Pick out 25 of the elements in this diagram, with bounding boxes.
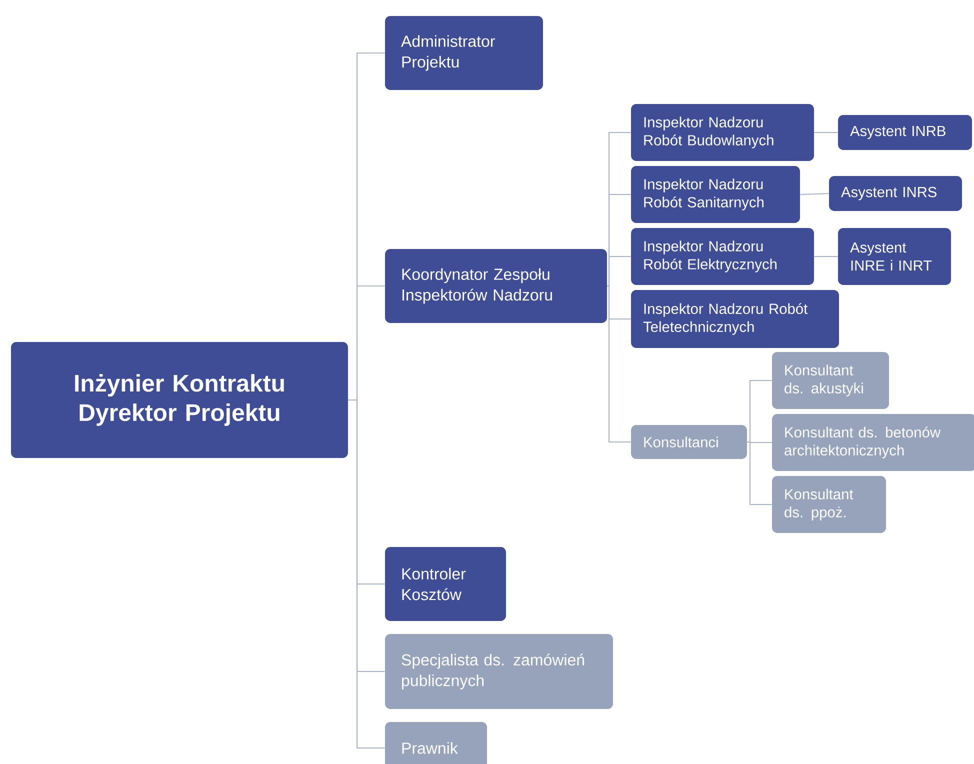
- role-box: Konsultanci: [631, 425, 747, 459]
- connector: [607, 256, 631, 287]
- connector: [814, 132, 838, 134]
- connector: [747, 441, 772, 506]
- role-box: Kontroler Kosztów: [385, 547, 506, 621]
- role-box: Inspektor Nadzoru Robót Teletechnicznych: [631, 290, 839, 348]
- role-box: Asystent INRE i INRT: [838, 228, 951, 285]
- role-box: Inspektor Nadzoru Robót Budowlanych: [631, 104, 814, 161]
- role-box: Konsultant ds. ppoż.: [772, 476, 886, 533]
- connector: [814, 256, 838, 258]
- role-box: Prawnik: [385, 722, 487, 764]
- role-box: Konsultant ds. akustyki: [772, 352, 890, 409]
- role-box: Asystent INRB: [838, 115, 972, 150]
- role-box: Konsultant ds. betonów architektonicznych: [772, 414, 974, 471]
- role-box: Administrator Projektu: [385, 16, 543, 90]
- root-box: Inżynier Kontraktu Dyrektor Projektu: [11, 342, 348, 458]
- role-box: Asystent INRS: [829, 176, 962, 211]
- connector: [348, 399, 385, 749]
- connector: [747, 380, 772, 443]
- role-box: Inspektor Nadzoru Robót Sanitarnych: [631, 166, 800, 223]
- connector: [800, 192, 829, 196]
- role-box: Koordynator Zespołu Inspektorów Nadzoru: [385, 249, 607, 323]
- role-box: Inspektor Nadzoru Robót Elektrycznych: [631, 228, 814, 285]
- connector: [607, 285, 631, 443]
- role-box: Specjalista ds. zamówień publicznych: [385, 634, 613, 709]
